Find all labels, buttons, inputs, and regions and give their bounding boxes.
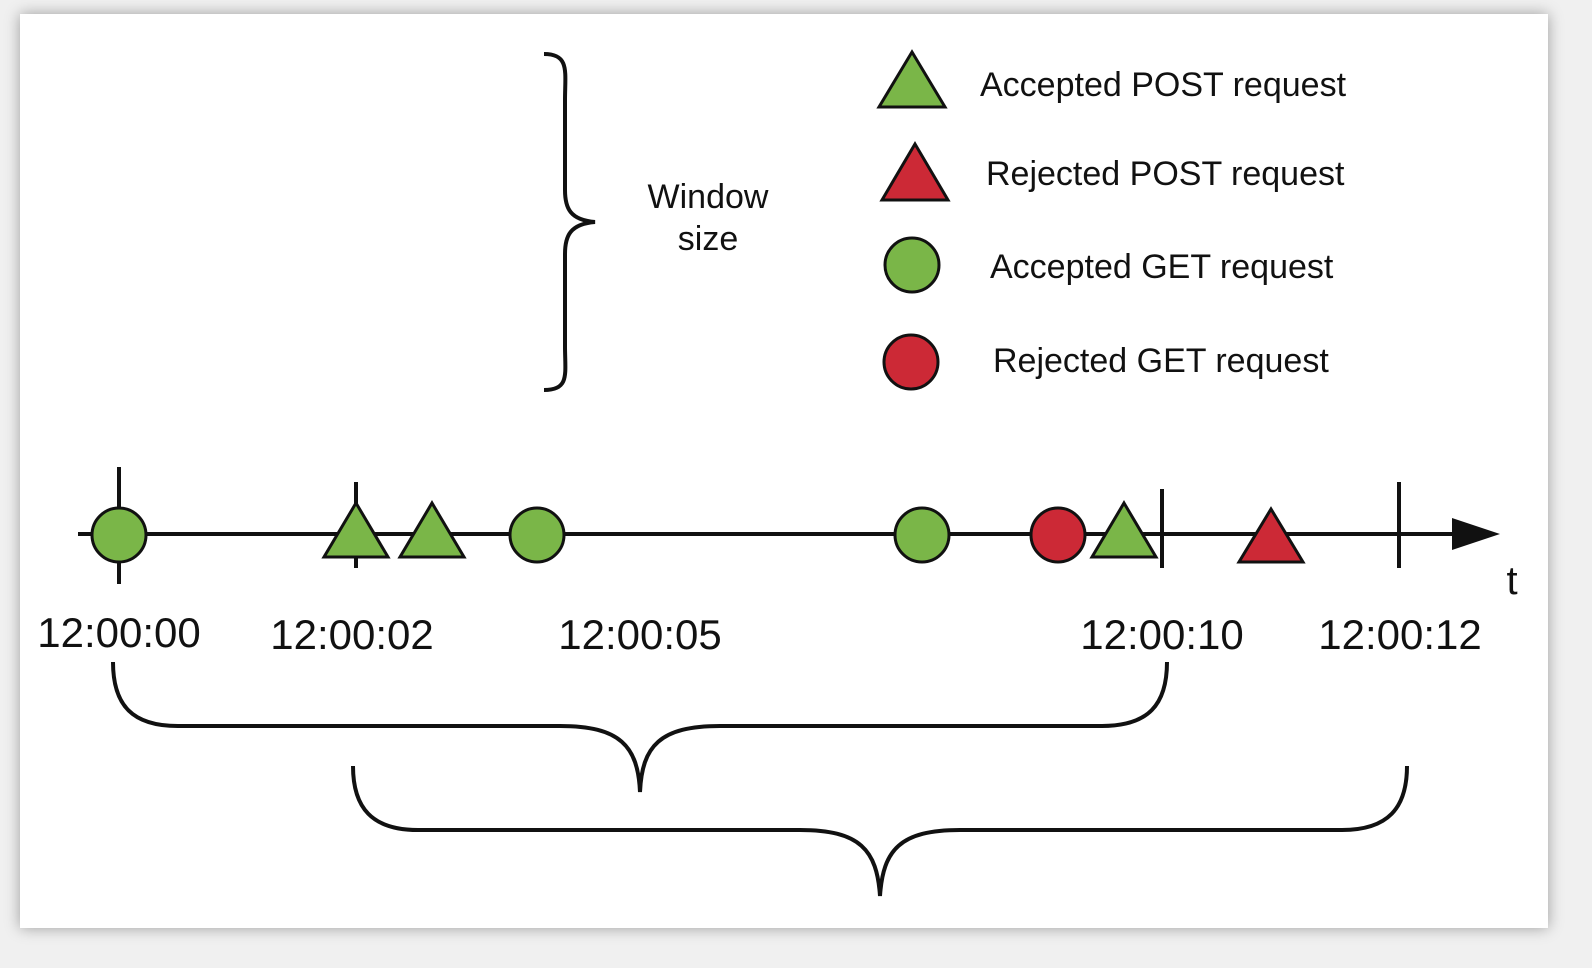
window-size-label-line1: Window: [648, 178, 769, 216]
legend-item-rejected-post: Rejected POST request: [879, 141, 1345, 202]
window-brace-second: [351, 765, 1409, 897]
rejected-post-triangle-icon: [879, 141, 951, 202]
rejected-get-circle-icon: [882, 333, 940, 391]
legend-label-accepted-post: Accepted POST request: [980, 66, 1347, 104]
legend-item-accepted-get: Accepted GET request: [883, 236, 1334, 294]
legend-item-accepted-post: Accepted POST request: [876, 49, 1347, 109]
timeline-axis-label: t: [1506, 559, 1517, 603]
events: [90, 500, 1306, 564]
event-accepted-get: [90, 506, 148, 564]
event-accepted-get: [893, 506, 951, 564]
accepted-post-triangle-icon: [876, 49, 948, 109]
window-size-brace: [543, 52, 596, 392]
event-rejected-get: [1029, 506, 1087, 564]
timeline-arrow-icon: [1452, 518, 1500, 550]
event-accepted-post: [397, 500, 467, 559]
accepted-get-circle-icon: [883, 236, 941, 294]
legend-item-rejected-get: Rejected GET request: [882, 333, 1329, 391]
time-label: 12:00:00: [37, 609, 201, 656]
time-label: 12:00:05: [558, 611, 722, 658]
event-accepted-get: [508, 506, 566, 564]
legend: Accepted POST request Rejected POST requ…: [876, 49, 1347, 391]
legend-label-accepted-get: Accepted GET request: [990, 248, 1334, 286]
legend-label-rejected-post: Rejected POST request: [986, 155, 1345, 193]
event-accepted-post: [321, 500, 391, 559]
diagram-canvas: [20, 14, 1548, 928]
legend-label-rejected-get: Rejected GET request: [993, 342, 1329, 380]
time-label: 12:00:02: [270, 611, 434, 658]
timeline: t: [78, 467, 1518, 603]
event-accepted-post: [1089, 500, 1159, 559]
window-brace-first: [111, 661, 1169, 793]
time-label: 12:00:12: [1318, 611, 1482, 658]
event-rejected-post: [1236, 506, 1306, 564]
time-labels: 12:00:00 12:00:02 12:00:05 12:00:10 12:0…: [37, 609, 1482, 658]
window-size-label-line2: size: [678, 220, 738, 258]
time-label: 12:00:10: [1080, 611, 1244, 658]
